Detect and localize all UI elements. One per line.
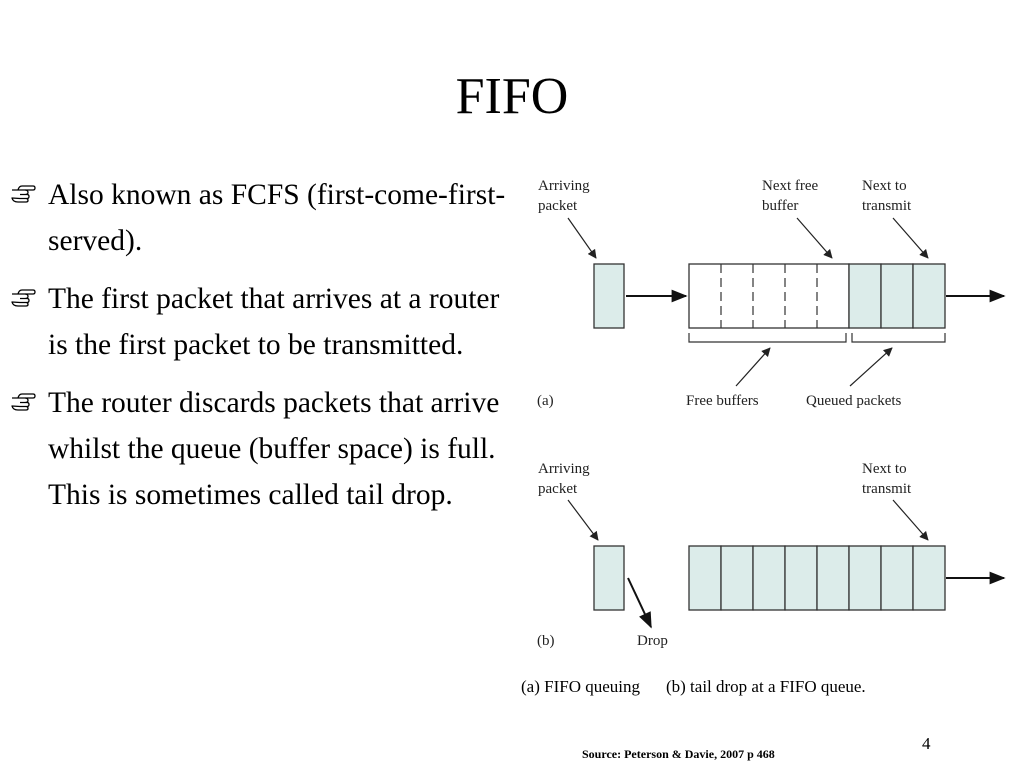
- queued-packet: [720, 545, 754, 611]
- pointing-hand-icon: [11, 185, 36, 203]
- pointer-arrow: [892, 217, 929, 259]
- queued-packet: [752, 545, 786, 611]
- pointing-hand-icon: [11, 289, 36, 307]
- bullet-text: The router discards packets that arrive …: [48, 387, 500, 511]
- drop-arrow: [627, 577, 652, 629]
- next-free-buffer-label: buffer: [762, 198, 798, 214]
- page-number: 4: [922, 734, 931, 753]
- bullet-item: The router discards packets that arrive …: [10, 380, 510, 518]
- bullet-text: The first packet that arrives at a route…: [48, 283, 500, 361]
- queued-packet: [880, 545, 914, 611]
- queued-packets-bracket: [851, 333, 946, 343]
- bullet-item: Also known as FCFS (first-come-first-ser…: [10, 172, 510, 264]
- arriving-packet-label: Arriving: [538, 461, 590, 477]
- diagram-caption: (a) FIFO queuing (b) tail drop at a FIFO …: [521, 677, 866, 697]
- arriving-packet: [593, 545, 625, 611]
- panel-b: Arriving packet Next to transmit (b) Dro…: [537, 461, 1006, 649]
- pointer-arrow: [567, 499, 599, 541]
- arriving-packet: [593, 263, 625, 329]
- drop-label: Drop: [637, 633, 668, 649]
- arriving-packet-label: packet: [538, 481, 578, 497]
- free-buffers-label: Free buffers: [686, 393, 759, 409]
- queued-packet: [880, 263, 914, 329]
- free-buffers-bracket: [688, 333, 847, 343]
- arriving-packet-label: packet: [538, 198, 578, 214]
- next-to-transmit-label: Next to: [862, 461, 907, 477]
- slide-title: FIFO: [455, 68, 569, 125]
- caption-a: (a) FIFO queuing: [521, 677, 640, 696]
- queued-packet: [912, 545, 946, 611]
- panel-a-tag: (a): [537, 393, 554, 409]
- source-citation: Source: Peterson & Davie, 2007 p 468: [582, 747, 775, 761]
- next-to-transmit-label: transmit: [862, 198, 912, 214]
- panel-b-tag: (b): [537, 633, 555, 649]
- queued-packet: [848, 545, 882, 611]
- pointer-arrow: [849, 347, 893, 387]
- arriving-packet-label: Arriving: [538, 178, 590, 194]
- queued-packet: [816, 545, 850, 611]
- caption-b: (b) tail drop at a FIFO queue.: [665, 677, 866, 696]
- queued-packets-label: Queued packets: [806, 393, 902, 409]
- panel-a: Arriving packet Next free buffer Next to…: [537, 178, 1006, 409]
- pointer-arrow: [567, 217, 597, 259]
- queued-packet: [784, 545, 818, 611]
- next-to-transmit-label: Next to: [862, 178, 907, 194]
- pointing-hand-icon: [11, 393, 36, 411]
- next-free-buffer-label: Next free: [762, 178, 819, 194]
- pointer-arrow: [735, 347, 771, 387]
- bullet-text: Also known as FCFS (first-come-first-ser…: [48, 179, 506, 257]
- pointer-arrow: [796, 217, 833, 259]
- next-to-transmit-label: transmit: [862, 481, 912, 497]
- queued-packet: [688, 545, 722, 611]
- queued-packet: [912, 263, 946, 329]
- bullet-list: Also known as FCFS (first-come-first-ser…: [10, 172, 510, 530]
- pointer-arrow: [892, 499, 929, 541]
- fifo-diagram: Arriving packet Next free buffer Next to…: [537, 178, 1006, 649]
- queued-packet: [848, 263, 882, 329]
- bullet-item: The first packet that arrives at a route…: [10, 276, 510, 368]
- free-buffer-area: [688, 263, 850, 329]
